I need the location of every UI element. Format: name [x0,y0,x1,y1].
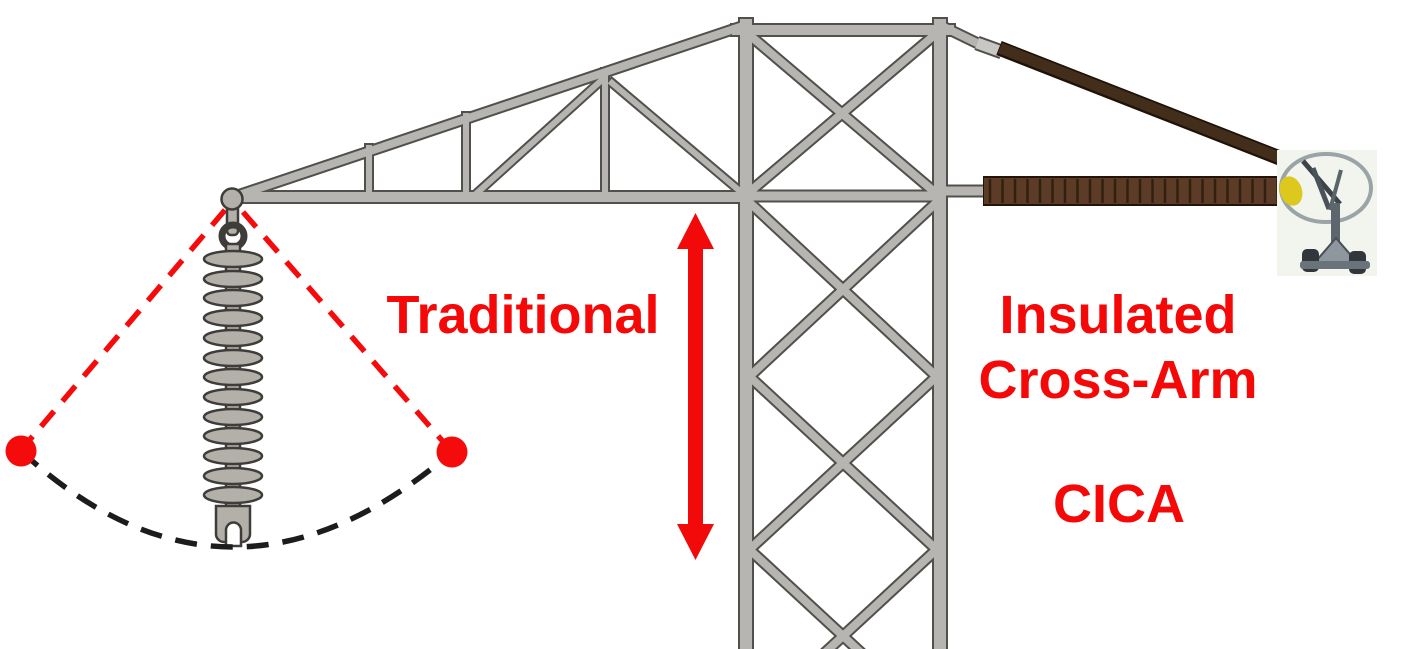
conductor-clamp-hardware-photo [1277,150,1377,276]
swing-endpoint-dot-right [436,436,468,468]
tower-lattice [227,19,991,649]
brace-joint-sleeve [975,37,1004,58]
insulated-cross-arm-diagonal-brace [996,41,1293,169]
label-insulated-line2: Cross-Arm [978,350,1258,410]
swing-envelope-dashed-lines [24,208,449,447]
label-traditional: Traditional [386,285,660,345]
height-double-arrow [677,213,714,560]
label-cica: CICA [1053,474,1185,534]
insulator-string [202,187,264,548]
swing-arc-dashed [19,448,454,550]
label-insulated-line1: Insulated [999,285,1237,345]
swing-endpoint-dot-left [5,435,37,467]
attachment-ball-joint [220,187,244,211]
label-insulated-cross-arm: Insulated Cross-Arm [978,283,1257,413]
insulated-cross-arm-horizontal-member [983,176,1284,206]
